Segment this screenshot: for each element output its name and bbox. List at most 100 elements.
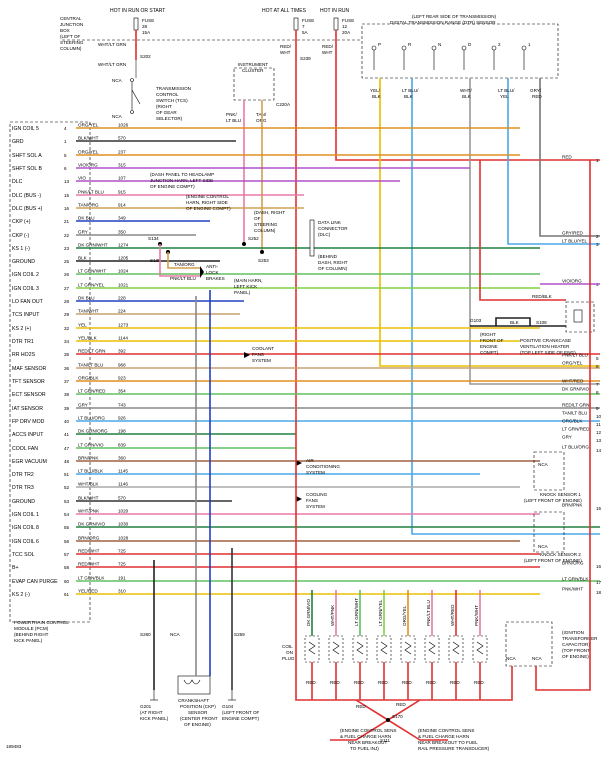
- svg-text:(CENTER FRONT: (CENTER FRONT: [180, 716, 218, 721]
- svg-text:KNOCK SENSOR 1: KNOCK SENSOR 1: [540, 492, 581, 497]
- pcm-pin-label: IGN COIL 6: [12, 539, 39, 545]
- fuse12-red-wire: [335, 30, 600, 161]
- svg-text:TRANSMISSION: TRANSMISSION: [156, 86, 191, 91]
- coil-red-label: RED: [426, 680, 436, 685]
- pcm-pin-number: 5: [64, 153, 67, 158]
- pcm-circuit-number: 743: [118, 403, 126, 408]
- pcm-pin-number: 58: [64, 565, 70, 570]
- g103-ground: G103 (RIGHT FRONT OF ENGINE COMPT): [470, 318, 504, 355]
- pcm-pin-label: GROUND: [12, 499, 35, 505]
- right-red-bus: [535, 160, 591, 691]
- coil-red-label: RED: [306, 680, 316, 685]
- pcm-pin-number: 4: [64, 126, 67, 131]
- coil-wire-label: ORG/YEL: [402, 605, 407, 626]
- pcm-pin-label: TFT SENSOR: [12, 379, 45, 385]
- svg-text:KICK PANEL): KICK PANEL): [140, 716, 169, 721]
- svg-text:(DLC): (DLC): [318, 232, 331, 237]
- svg-text:SYSTEM: SYSTEM: [306, 470, 325, 475]
- pcm-pin-number: 36: [64, 366, 70, 371]
- svg-text:SYSTEM: SYSTEM: [252, 358, 271, 363]
- pcm-pin-number: 32: [64, 326, 70, 331]
- pcm-wire-color: BRN/PNK: [78, 456, 99, 461]
- right-wire-label: ORG/BLK: [562, 419, 583, 424]
- svg-text:TO FUEL INJ): TO FUEL INJ): [350, 746, 379, 751]
- svg-text:MODULE (PCM): MODULE (PCM): [14, 626, 49, 631]
- pcm-circuit-number: 354: [118, 389, 126, 394]
- g201-ground: G201 (AT RIGHT KICK PANEL): [140, 690, 169, 721]
- svg-text:OF ENGINE COMPT): OF ENGINE COMPT): [150, 184, 195, 189]
- pcm-wire-color: DK GRN/ORG: [78, 429, 108, 434]
- svg-text:WHT: WHT: [322, 50, 333, 55]
- pcm-circuit-number: 1026: [118, 123, 129, 128]
- pcm-circuit-number: 191: [118, 576, 126, 581]
- svg-text:DATA LINK: DATA LINK: [318, 220, 342, 225]
- pcm-pin-number: 15: [64, 193, 70, 198]
- svg-text:(LEFT FRONT OF ENGINE): (LEFT FRONT OF ENGINE): [524, 558, 582, 563]
- coil-red-label: RED: [474, 680, 484, 685]
- pcm-circuit-number: 315: [118, 163, 126, 168]
- svg-text:NCA: NCA: [170, 632, 181, 637]
- pcm-pin-label: DTR TR3: [12, 485, 34, 491]
- svg-text:(ENGINE CONTROL SENS: (ENGINE CONTROL SENS: [418, 728, 475, 733]
- svg-text:G104: G104: [222, 704, 234, 709]
- dtr-position-label: D: [468, 42, 472, 47]
- dtr-position-label: P: [378, 42, 381, 47]
- pcm-circuit-number: 107: [118, 176, 126, 181]
- pcm-wire-color: TAN/WHT: [78, 309, 99, 314]
- svg-text:COLUMN): COLUMN): [254, 228, 276, 233]
- coil-red-label: RED: [330, 680, 340, 685]
- pcm-circuit-number: 310: [118, 589, 126, 594]
- dtr-wire-color: YEL/: [370, 88, 381, 93]
- pcm-pin-label: GRD: [12, 139, 24, 145]
- svg-text:ENGINE: ENGINE: [480, 344, 498, 349]
- svg-text:PANEL): PANEL): [234, 290, 251, 295]
- svg-text:SYSTEM: SYSTEM: [306, 504, 325, 509]
- svg-text:CAPACITOR): CAPACITOR): [562, 642, 590, 647]
- pcm-circuit-number: 1021: [118, 283, 129, 288]
- svg-text:(AT RIGHT: (AT RIGHT: [140, 710, 163, 715]
- pcm-wire-color: ORG/BLK: [78, 376, 99, 381]
- dtr-sensor: (LEFT REAR SIDE OF TRANSMISSION) DIGITAL…: [361, 14, 559, 79]
- svg-text:JUNCTION HARN, LEFT SIDE: JUNCTION HARN, LEFT SIDE: [150, 178, 213, 183]
- fuse7-wire-label: RED/: [280, 44, 292, 49]
- dtr-contact: [491, 45, 497, 51]
- pcm-box: [9, 121, 91, 623]
- svg-text:LOCK: LOCK: [206, 270, 219, 275]
- pcm-wire-color: RED/LT GRN: [78, 349, 105, 354]
- svg-text:VENTILATION HEATER: VENTILATION HEATER: [520, 344, 570, 349]
- pcm-circuit-number: 1144: [118, 336, 128, 341]
- pcm-circuit-number: 392: [118, 349, 126, 354]
- svg-text:TRANSFORMER: TRANSFORMER: [562, 636, 598, 641]
- pcm-pin-label: KS 2 (+): [12, 326, 31, 332]
- pcm-pin-number: 54: [64, 512, 70, 517]
- pcm-pin-number: 40: [64, 419, 70, 424]
- pcm-pin-number: 38: [64, 392, 70, 397]
- pcm-wire-color: PNK/LT BLU: [78, 190, 104, 195]
- pcm-pin-label: MAF SENSOR: [12, 366, 47, 372]
- fuse12-wire-label: RED/: [322, 44, 334, 49]
- pcm-circuit-number: 349: [118, 216, 126, 221]
- fuse-12: FUSE 12 20A: [333, 17, 354, 35]
- svg-text:(BEHIND: (BEHIND: [318, 254, 338, 259]
- pcm-wire-color: DK BLU: [78, 296, 95, 301]
- g104-ground: G104 (LEFT FRONT OF ENGINE COMPT): [222, 690, 260, 721]
- pcm-pin-label: FP DRV MOD: [12, 419, 45, 425]
- pcm-pin-number: 51: [64, 472, 70, 477]
- pcm-wire-color: TAN/LT BLU: [78, 363, 103, 368]
- pcm-wire-color: RED/WHT: [78, 549, 100, 554]
- svg-text:28: 28: [142, 24, 148, 29]
- svg-text:(TOP LEFT SIDE OF ENG): (TOP LEFT SIDE OF ENG): [520, 350, 576, 355]
- s259-label: S259: [234, 632, 245, 637]
